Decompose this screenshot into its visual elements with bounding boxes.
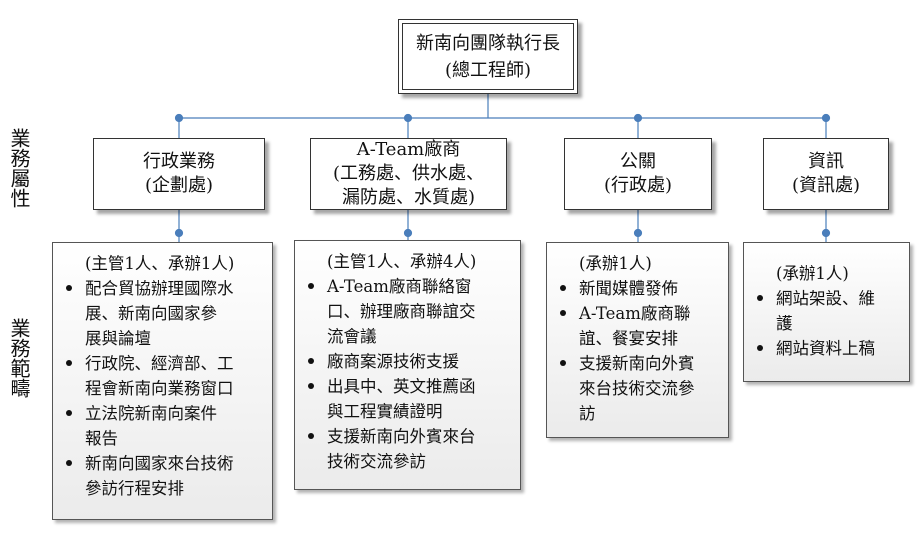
detail-admin: (主管1人、承辦1人) 配合貿協辦理國際水 展、新南向國家參 展與論壇 行政院、… bbox=[52, 242, 273, 520]
root-subtitle: (總工程師) bbox=[444, 59, 532, 81]
list-item: 支援新南向外賓來台 技術交流參訪 bbox=[305, 424, 514, 474]
list-item: 新聞媒體發佈 bbox=[557, 276, 722, 301]
category-ateam: A-Team廠商 (工務處、供水處、 漏防處、水質處) bbox=[310, 138, 507, 210]
list-item: 立法院新南向案件 報告 bbox=[63, 401, 266, 451]
root-title: 新南向團隊執行長 bbox=[416, 32, 560, 54]
list-item: A-Team廠商聯 誼、餐宴安排 bbox=[557, 301, 722, 351]
category-line: 公關 bbox=[620, 151, 656, 172]
category-line: (行政處) bbox=[603, 175, 673, 196]
detail-head: (承辦1人) bbox=[776, 264, 849, 283]
list-item: 網站架設、維 護 bbox=[754, 286, 903, 336]
category-line: 資訊 bbox=[808, 151, 844, 172]
category-line: (企劃處) bbox=[144, 175, 214, 196]
category-line: 行政業務 bbox=[143, 151, 215, 172]
list-item: 網站資料上稿 bbox=[754, 336, 903, 361]
list-item: 出具中、英文推薦函 與工程實績證明 bbox=[305, 374, 514, 424]
category-line: (資訊處) bbox=[791, 175, 861, 196]
list-item: 支援新南向外賓 來台技術交流參 訪 bbox=[557, 351, 722, 426]
detail-head: (承辦1人) bbox=[579, 254, 652, 273]
list-item: 行政院、經濟部、工 程會新南向業務窗口 bbox=[63, 351, 266, 401]
category-it: 資訊 (資訊處) bbox=[763, 138, 889, 210]
detail-head: (主管1人、承辦1人) bbox=[85, 254, 235, 273]
side-label-attribute: 業務屬性 bbox=[7, 128, 31, 208]
detail-pr: (承辦1人) 新聞媒體發佈 A-Team廠商聯 誼、餐宴安排 支援新南向外賓 來… bbox=[546, 242, 729, 438]
side-label-scope: 業務範疇 bbox=[7, 318, 31, 398]
root-node: 新南向團隊執行長 (總工程師) bbox=[398, 19, 578, 94]
category-line: A-Team廠商 bbox=[356, 139, 461, 160]
list-item: 配合貿協辦理國際水 展、新南向國家參 展與論壇 bbox=[63, 276, 266, 351]
detail-ateam: (主管1人、承辦4人) A-Team廠商聯絡窗 口、辦理廠商聯誼交 流會議 廠商… bbox=[294, 240, 521, 490]
list-item: 廠商案源技術支援 bbox=[305, 349, 514, 374]
category-line: 漏防處、水質處) bbox=[341, 187, 476, 208]
category-pr: 公關 (行政處) bbox=[564, 138, 712, 210]
detail-head: (主管1人、承辦4人) bbox=[327, 252, 477, 271]
list-item: A-Team廠商聯絡窗 口、辦理廠商聯誼交 流會議 bbox=[305, 274, 514, 349]
category-line: (工務處、供水處、 bbox=[332, 163, 485, 184]
list-item: 新南向國家來台技術 參訪行程安排 bbox=[63, 451, 266, 501]
category-admin: 行政業務 (企劃處) bbox=[93, 138, 265, 210]
detail-it: (承辦1人) 網站架設、維 護 網站資料上稿 bbox=[743, 242, 910, 382]
